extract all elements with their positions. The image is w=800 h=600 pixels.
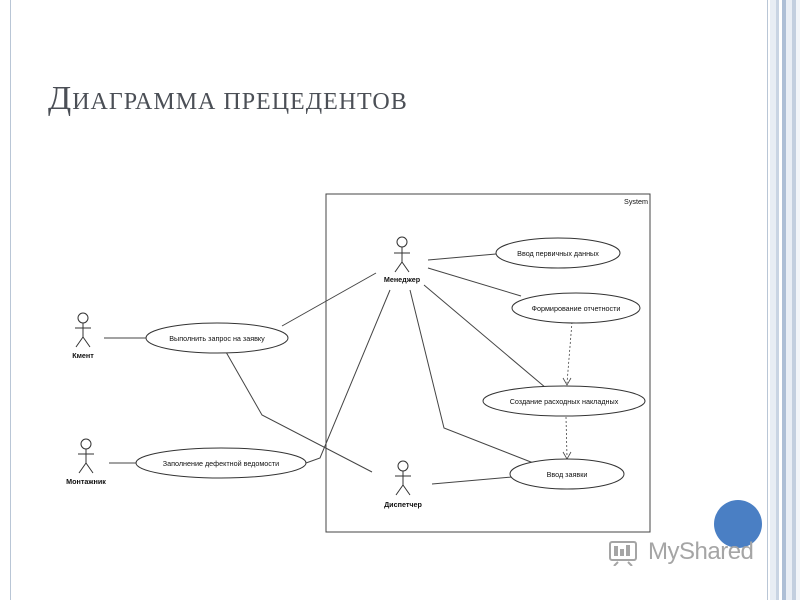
- slide-side-decoration: [770, 0, 800, 600]
- association-manager-primary: [427, 253, 497, 261]
- slide-title: ДИАГРАММА ПРЕЦЕДЕНТОВ: [48, 80, 408, 118]
- actor-installer-label: Монтажник: [66, 477, 106, 486]
- association-defect-manager: [305, 289, 391, 464]
- use-case-request-label: Выполнить запрос на заявку: [169, 334, 265, 343]
- slide-frame: [10, 0, 768, 600]
- actor-manager-label: Менеджер: [384, 275, 421, 284]
- use-case-request: Выполнить запрос на заявку: [145, 322, 289, 354]
- use-case-defect-label: Заполнение дефектной ведомости: [163, 459, 279, 468]
- actor-client-label: Кмент: [72, 351, 94, 360]
- actor-dispatcher-label: Диспетчер: [384, 500, 422, 509]
- association-request-dispatcher: [225, 351, 373, 473]
- dependency-report-invoice: [566, 321, 573, 384]
- use-case-primary-label: Ввод первичных данных: [517, 249, 599, 258]
- slide-title-initial: Д: [48, 80, 73, 117]
- use-case-order-label: Ввод заявки: [547, 470, 588, 479]
- use-case-invoice-label: Создание расходных накладных: [510, 397, 619, 406]
- myshared-logo-icon: [609, 541, 637, 566]
- association-request-manager: [281, 272, 377, 327]
- use-case-primary: Ввод первичных данных: [495, 237, 621, 269]
- associations: [104, 253, 547, 485]
- system-boundary: [325, 193, 651, 533]
- dependencies: [565, 321, 573, 458]
- dependency-invoice-order: [565, 416, 568, 458]
- actor-installer: [78, 438, 94, 474]
- association-manager-invoice: [423, 284, 547, 389]
- slide-title-rest: ИАГРАММА ПРЕЦЕДЕНТОВ: [72, 89, 408, 115]
- use-case-report: Формирование отчетности: [511, 292, 641, 324]
- actor-client: [75, 312, 91, 348]
- myshared-watermark: MyShared: [648, 538, 754, 565]
- arrowhead-invoice: [562, 377, 572, 386]
- association-manager-report: [427, 267, 522, 297]
- use-case-report-label: Формирование отчетности: [532, 304, 621, 313]
- association-dispatcher-order: [431, 476, 513, 485]
- actor-manager: [394, 236, 410, 273]
- use-case-invoice: Создание расходных накладных: [482, 385, 646, 417]
- use-case-defect: Заполнение дефектной ведомости: [135, 447, 307, 479]
- use-case-order: Ввод заявки: [509, 458, 625, 490]
- actor-dispatcher: [395, 460, 411, 496]
- accent-circle: [714, 500, 762, 548]
- association-manager-order: [409, 289, 537, 465]
- system-label: System: [624, 197, 648, 206]
